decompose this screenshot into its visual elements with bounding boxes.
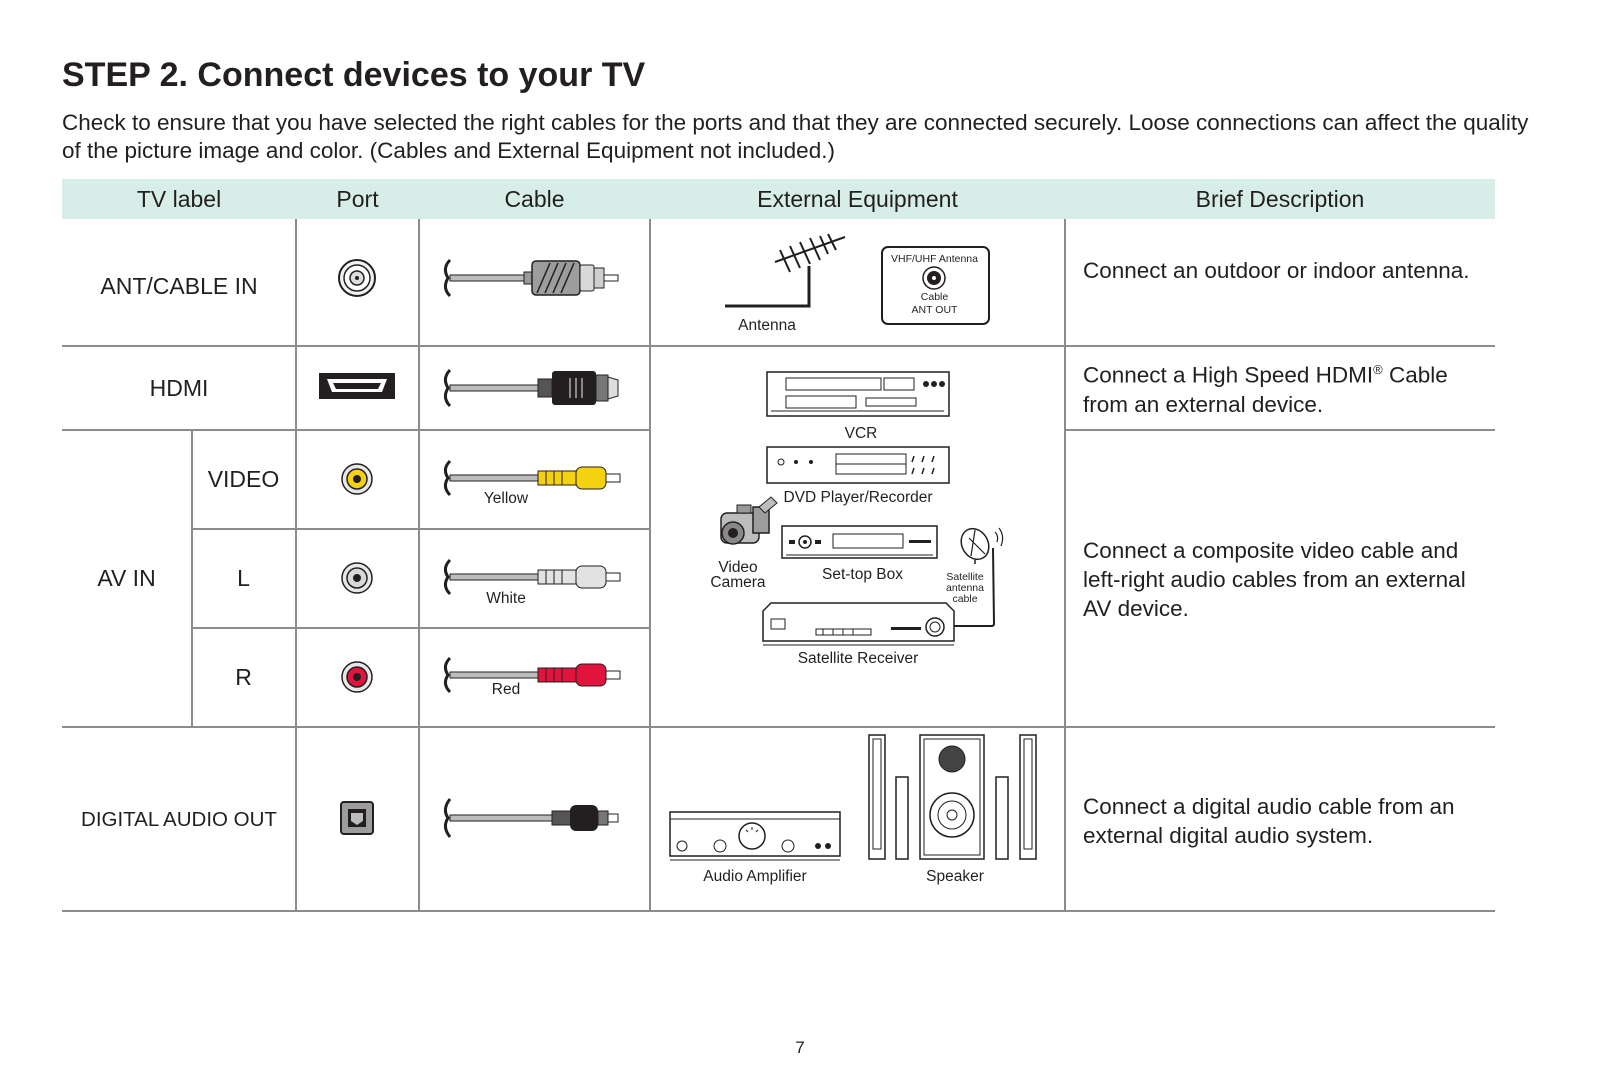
- column-divider: [295, 219, 297, 912]
- row-divider: [1064, 429, 1495, 431]
- column-divider: [649, 219, 651, 912]
- white-rca-port-icon: [341, 562, 373, 594]
- header-tv-label: TV label: [136, 186, 222, 212]
- tv-label-ant: ANT/CABLE IN: [100, 273, 258, 299]
- page-title: STEP 2. Connect devices to your TV: [62, 56, 646, 94]
- coaxial-cable-icon: [443, 258, 619, 298]
- hdmi-cable-icon: [443, 368, 619, 408]
- set-top-box-icon: [781, 525, 938, 559]
- camera-caption-line2: Camera: [710, 574, 766, 591]
- optical-port-icon: [340, 801, 374, 835]
- header-cable: Cable: [504, 186, 565, 212]
- sat-caption-line1: Satellite: [946, 571, 984, 583]
- row-divider: [62, 345, 1495, 347]
- dvd-caption: DVD Player/Recorder: [783, 489, 933, 506]
- antenna-icon: [725, 233, 846, 308]
- red-rca-cable-icon: [443, 656, 621, 694]
- hdmi-port-icon: [319, 373, 395, 399]
- description-digital-audio: Connect a digital audio cable from an ex…: [1083, 794, 1455, 848]
- coaxial-port-icon: [338, 259, 376, 297]
- red-rca-port-icon: [341, 661, 373, 693]
- speaker-icon: [868, 734, 1037, 860]
- description-hdmi: Connect a High Speed HDMI® Cable from an…: [1083, 355, 1493, 419]
- header-external-equipment: External Equipment: [757, 186, 958, 212]
- tv-label-l: L: [237, 565, 250, 591]
- description-av: Connect a composite video cable and left…: [1083, 538, 1466, 621]
- description-hdmi-text-end: Cable from an external device.: [1083, 362, 1448, 417]
- header-brief-description: Brief Description: [1195, 186, 1365, 212]
- vcr-icon: [766, 371, 950, 417]
- sat-caption-line3: cable: [952, 593, 978, 605]
- satellite-receiver-caption: Satellite Receiver: [797, 650, 919, 667]
- page-number: 7: [795, 1038, 805, 1057]
- satellite-receiver-icon: [762, 602, 955, 646]
- column-divider: [191, 430, 193, 728]
- wall-plate-label-cable: Cable: [920, 291, 949, 303]
- vcr-caption: VCR: [844, 425, 878, 442]
- audio-amplifier-caption: Audio Amplifier: [703, 868, 807, 885]
- wall-plate: [881, 246, 990, 325]
- registered-mark: ®: [1373, 362, 1383, 377]
- speaker-caption: Speaker: [926, 868, 984, 885]
- table-header-band: [62, 179, 1495, 219]
- tv-label-av-in: AV IN: [97, 565, 156, 591]
- row-divider: [62, 910, 1495, 912]
- satellite-dish-icon: [935, 527, 1004, 627]
- set-top-box-caption: Set-top Box: [822, 566, 903, 583]
- tv-label-digital-audio-out: DIGITAL AUDIO OUT: [81, 808, 277, 831]
- optical-cable-icon: [443, 798, 619, 838]
- red-caption: Red: [491, 681, 521, 698]
- intro-paragraph: Check to ensure that you have selected t…: [62, 110, 1529, 163]
- description-hdmi-text: Connect a High Speed HDMI: [1083, 362, 1374, 388]
- header-port: Port: [336, 186, 379, 212]
- yellow-rca-port-icon: [341, 463, 373, 495]
- yellow-rca-cable-icon: [443, 459, 621, 497]
- video-camera-icon: [720, 496, 778, 545]
- sat-caption-line2: antenna: [946, 582, 984, 594]
- coaxial-port-icon: [922, 266, 946, 290]
- column-divider: [1064, 219, 1066, 912]
- camera-caption-line1: Video: [718, 559, 758, 576]
- tv-label-hdmi: HDMI: [149, 375, 209, 401]
- white-caption: White: [486, 590, 526, 607]
- antenna-caption: Antenna: [738, 317, 796, 334]
- wall-plate-label-ant-out: ANT OUT: [911, 304, 958, 316]
- row-divider: [191, 528, 650, 530]
- wall-plate-title: VHF/UHF Antenna: [891, 253, 978, 265]
- tv-label-video: VIDEO: [207, 466, 280, 492]
- yellow-caption: Yellow: [483, 490, 529, 507]
- row-divider: [191, 627, 650, 629]
- description-ant: Connect an outdoor or indoor antenna.: [1083, 258, 1470, 283]
- row-divider: [62, 726, 1495, 728]
- dvd-player-icon: [766, 446, 950, 484]
- tv-label-r: R: [235, 664, 252, 690]
- audio-amplifier-icon: [669, 811, 841, 861]
- column-divider: [418, 219, 420, 912]
- white-rca-cable-icon: [443, 558, 621, 596]
- row-divider: [62, 429, 650, 431]
